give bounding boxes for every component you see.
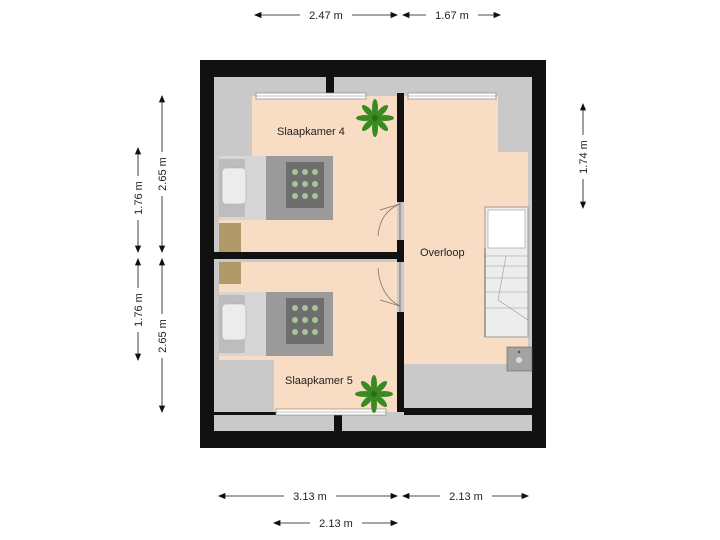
dim-top-left: 2.47 m (309, 10, 343, 22)
window-top-right (407, 92, 497, 100)
dim-bottom-inner: 2.13 m (319, 518, 353, 530)
center-wall-mid (397, 240, 404, 262)
landing-corner-eaves (498, 93, 532, 152)
nightstand-bedroom-4 (219, 223, 241, 252)
dim-bottom-outer-right: 2.13 m (449, 491, 483, 503)
dim-right-landing: 1.74 m (578, 140, 590, 174)
bed-bedroom-5 (219, 292, 333, 356)
bottom-right-eaves (342, 415, 532, 431)
window-bottom (275, 408, 387, 416)
dim-left-outer-bottom: 2.65 m (157, 319, 169, 353)
dim-top-right: 1.67 m (435, 10, 469, 22)
center-wall-top (397, 93, 404, 202)
room-label-bedroom-5: Slaapkamer 5 (285, 375, 353, 387)
landing-bottom-eaves (404, 364, 532, 408)
nightstand-bedroom-5 (219, 262, 241, 284)
sink (506, 346, 533, 372)
dim-bottom-outer-left: 3.13 m (293, 491, 327, 503)
top-right-eaves (334, 77, 532, 93)
top-wall-stub (326, 77, 334, 93)
bed-bedroom-4 (219, 156, 333, 220)
dim-left-inner-top: 1.76 m (133, 181, 145, 215)
landing-bottom-wall (404, 408, 532, 415)
window-top-left (255, 92, 367, 100)
staircase (484, 206, 529, 338)
bottom-inner-wall (214, 412, 334, 415)
room-label-bedroom-4: Slaapkamer 4 (277, 126, 345, 138)
plant-bedroom-5 (355, 375, 393, 413)
dim-left-outer-top: 2.65 m (157, 157, 169, 191)
door-bedroom-4 (377, 202, 401, 240)
center-wall-bottom (397, 312, 404, 412)
door-bedroom-5 (377, 262, 401, 312)
bottom-wall-stub (334, 412, 342, 431)
dim-left-inner-bottom: 1.76 m (133, 293, 145, 327)
plant-bedroom-4 (356, 99, 394, 137)
bedroom-divider-wall (214, 252, 397, 259)
room-label-landing: Overloop (420, 247, 465, 259)
top-left-eaves (214, 77, 326, 93)
